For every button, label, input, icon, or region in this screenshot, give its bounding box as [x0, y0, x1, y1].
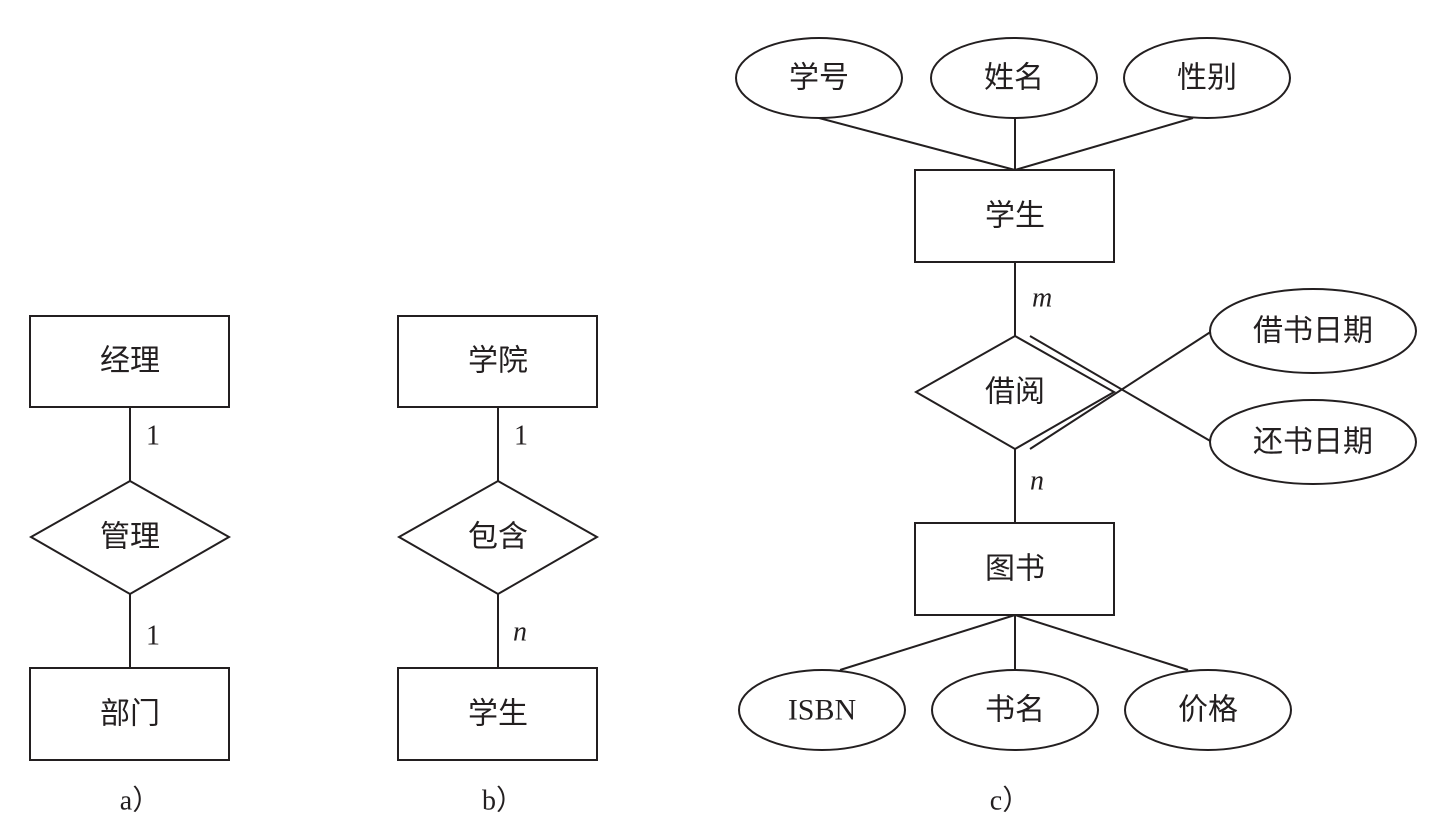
caption-a: a）: [120, 785, 160, 817]
attribute-gender: [1123, 37, 1291, 119]
attribute-book-title-label: 书名: [985, 693, 1045, 728]
cardinality-manager: 1: [146, 421, 160, 452]
attribute-name: [930, 37, 1098, 119]
edge-book-isbn: [839, 614, 1016, 671]
entity-book: [914, 522, 1115, 616]
diagram-b: 学院 包含 学生 1 n b）: [396, 315, 600, 817]
edge-book-price: [1014, 614, 1189, 671]
cardinality-book: n: [1030, 466, 1044, 497]
entity-student-b-label: 学生: [468, 697, 528, 732]
attribute-price: [1124, 669, 1292, 751]
attribute-student-id-label: 学号: [789, 61, 849, 96]
edge-student-id-student: [818, 117, 1016, 171]
entity-manager: [29, 315, 230, 408]
relationship-borrow: [913, 334, 1117, 451]
diagram-c: 学号 姓名 性别 学生 借阅 借书日期 还书日期 图书 ISBN 书名 价格 m…: [735, 37, 1417, 817]
attribute-book-title: [931, 669, 1099, 751]
entity-manager-label: 经理: [100, 344, 160, 379]
edge-gender-student: [1014, 117, 1194, 171]
entity-department: [29, 667, 230, 761]
attribute-borrow-date-label: 借书日期: [1253, 314, 1373, 349]
attribute-borrow-date: [1209, 288, 1417, 374]
attribute-name-label: 姓名: [984, 61, 1044, 96]
attribute-isbn: [738, 669, 906, 751]
edge-return-date: [1029, 335, 1213, 443]
entity-student-c: [914, 169, 1115, 263]
entity-college: [397, 315, 598, 408]
entity-department-label: 部门: [100, 697, 160, 732]
relationship-borrow-label: 借阅: [985, 375, 1045, 410]
entity-book-label: 图书: [985, 552, 1045, 587]
relationship-contain: [396, 479, 600, 596]
entity-college-label: 学院: [468, 344, 528, 379]
caption-b: b）: [482, 785, 524, 817]
relationship-contain-label: 包含: [468, 520, 528, 555]
cardinality-student-c: m: [1032, 283, 1052, 314]
entity-student-b: [397, 667, 598, 761]
relationship-manage-label: 管理: [100, 520, 160, 555]
attribute-price-label: 价格: [1178, 693, 1238, 728]
attribute-return-date: [1209, 399, 1417, 485]
cardinality-department: 1: [146, 621, 160, 652]
cardinality-college: 1: [514, 421, 528, 452]
cardinality-student-b: n: [513, 617, 527, 648]
attribute-return-date-label: 还书日期: [1253, 425, 1373, 460]
attribute-gender-label: 性别: [1177, 61, 1237, 96]
attribute-isbn-label: ISBN: [788, 694, 856, 727]
relationship-manage: [28, 479, 232, 596]
caption-c: c）: [990, 785, 1030, 817]
attribute-student-id: [735, 37, 903, 119]
entity-student-c-label: 学生: [985, 199, 1045, 234]
diagram-a: 经理 管理 部门 1 1 a）: [28, 315, 232, 817]
